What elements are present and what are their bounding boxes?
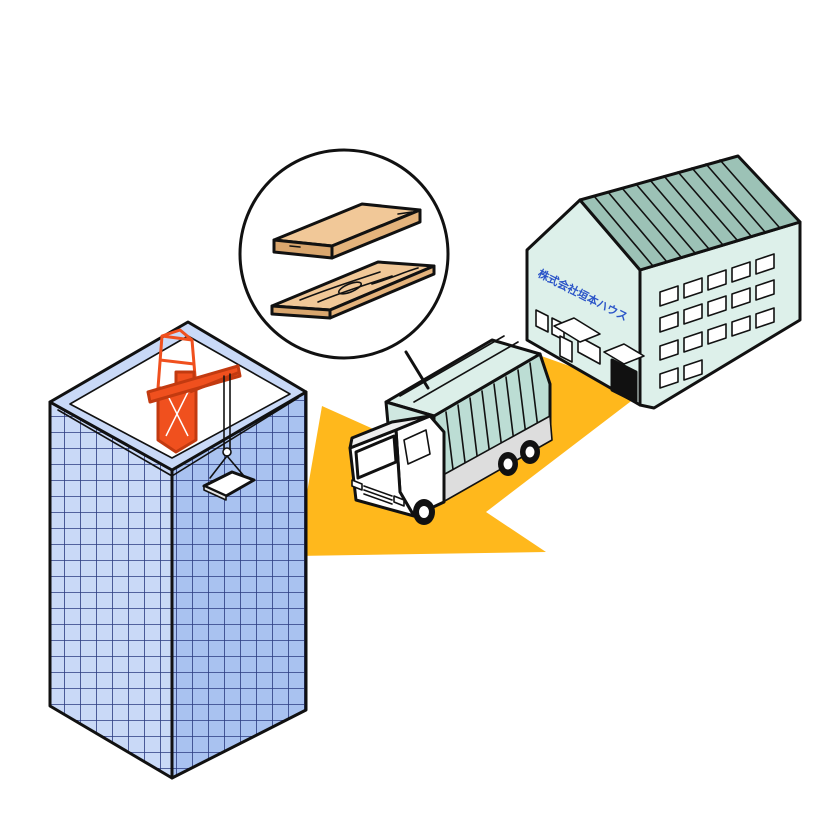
building-parapet <box>57 397 299 477</box>
factory-side-windows <box>659 253 775 389</box>
factory-roof-ribs <box>593 159 780 267</box>
truck-headlight-left <box>351 479 363 491</box>
crane-jib <box>146 364 242 404</box>
truck-grille <box>363 485 393 505</box>
factory-door-canopy <box>553 317 601 343</box>
board-upper-end <box>330 208 422 260</box>
factory-dock-awning <box>603 343 645 365</box>
wood-board-icon <box>272 202 422 260</box>
delivery-truck-icon <box>348 335 553 525</box>
factory-roof <box>578 154 802 272</box>
truck-windshield <box>354 434 398 480</box>
material-callout <box>238 148 450 360</box>
factory-dock-opening <box>610 358 638 404</box>
truck-wheels <box>413 440 540 525</box>
crane-frame <box>156 328 198 389</box>
tower-crane-icon <box>146 328 242 454</box>
truck-side-window <box>403 429 431 465</box>
wood-board-grain-icon <box>270 260 436 320</box>
truck-cab-roof <box>348 414 432 450</box>
board-lower-end <box>328 264 436 320</box>
crane-hook-load <box>202 373 256 501</box>
truck-headlight-right <box>393 495 405 507</box>
board-wood-grain <box>299 267 419 303</box>
callout-pointer <box>404 350 430 390</box>
factory-warehouse-icon: 株式会社垣本ハウス <box>525 154 802 410</box>
factory-door <box>559 335 573 363</box>
